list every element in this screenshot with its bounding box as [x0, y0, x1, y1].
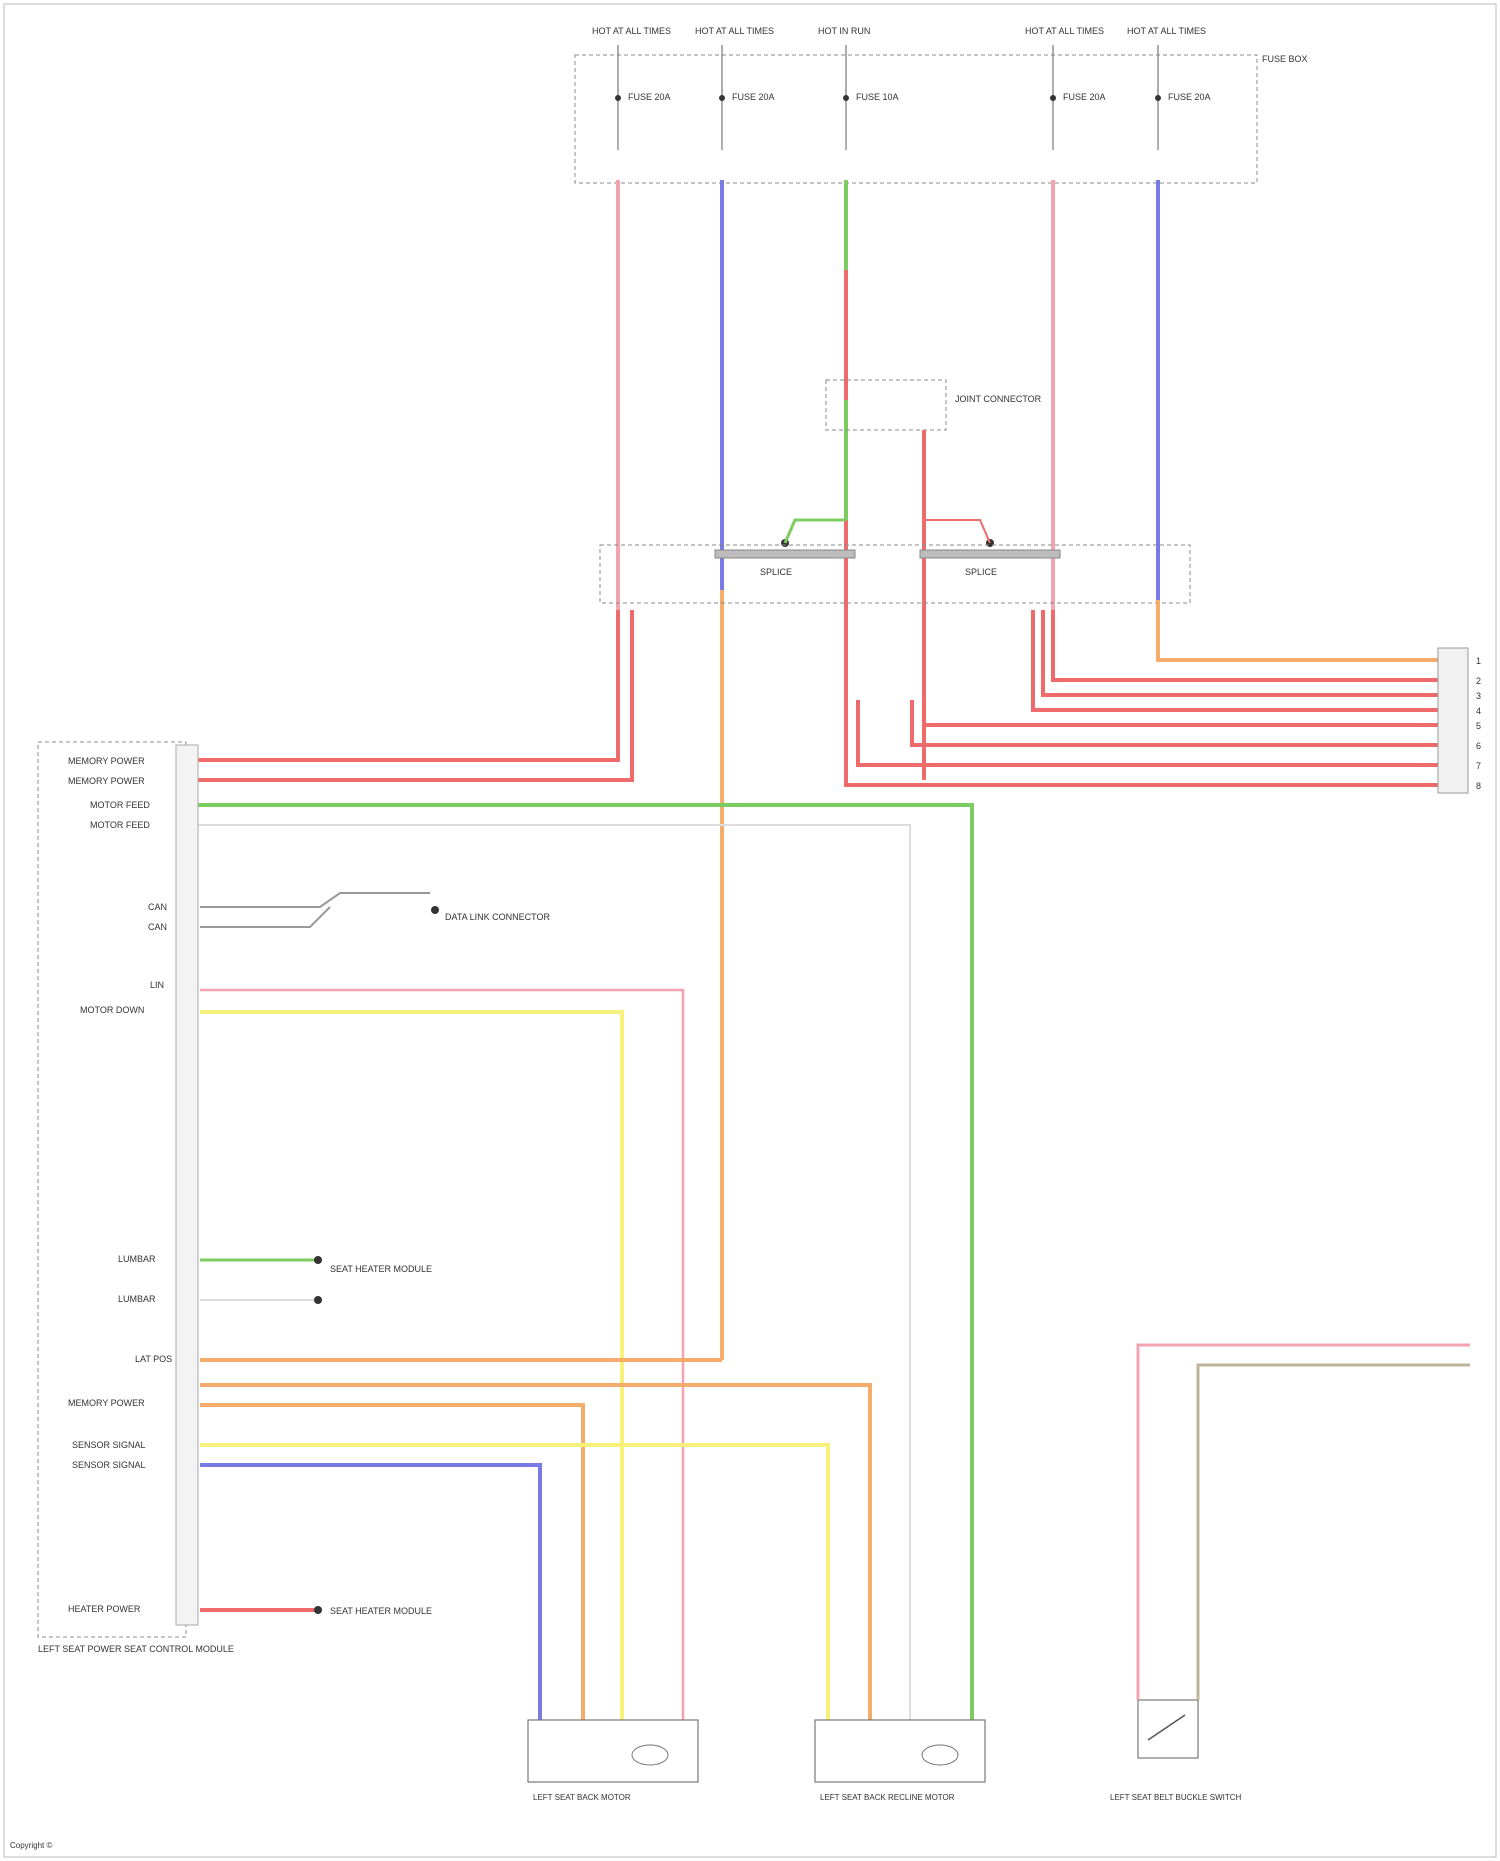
- right-pin-2: 2: [1476, 676, 1481, 686]
- motor-icon: [632, 1745, 668, 1765]
- right-bundle: 1 2 3 4 5 6 7 8: [846, 600, 1481, 793]
- seat-back-motor: LEFT SEAT BACK MOTOR: [528, 1720, 698, 1802]
- fuse-box: FUSE BOX: [575, 54, 1308, 183]
- splice-1-bar: [715, 550, 855, 558]
- page-border: [4, 4, 1496, 1857]
- fuse-3-circuit: HOT IN RUN: [818, 26, 870, 36]
- buckle-switch-box: [1138, 1700, 1198, 1758]
- right-pin-7: 7: [1476, 761, 1481, 771]
- fuse-5: HOT AT ALL TIMES FUSE 20A: [1127, 26, 1211, 150]
- fuse-4-symbol: [1050, 95, 1056, 101]
- fuse-5-symbol: [1155, 95, 1161, 101]
- fuse-3: HOT IN RUN FUSE 10A: [818, 26, 899, 150]
- right-pin-1: 1: [1476, 656, 1481, 666]
- fuse-1-symbol: [615, 95, 621, 101]
- seat-back-motor-box: [528, 1720, 698, 1782]
- component-2-label: LEFT SEAT BACK RECLINE MOTOR: [820, 1793, 955, 1802]
- ref-data-link: DATA LINK CONNECTOR: [445, 912, 551, 922]
- right-pin-4: 4: [1476, 706, 1481, 716]
- wire-orange-memory-2: [200, 1405, 583, 1720]
- splice-1-label: SPLICE: [760, 567, 792, 577]
- fuse-3-symbol: [843, 95, 849, 101]
- right-pin-8: 8: [1476, 781, 1481, 791]
- fuse-box-label: FUSE BOX: [1262, 54, 1308, 64]
- right-pin-3: 3: [1476, 691, 1481, 701]
- fuse-2: HOT AT ALL TIMES FUSE 20A: [695, 26, 775, 150]
- pin-motor-down: MOTOR DOWN: [80, 1005, 144, 1015]
- component-3-label: LEFT SEAT BELT BUCKLE SWITCH: [1110, 1793, 1242, 1802]
- splice-2-label: SPLICE: [965, 567, 997, 577]
- wire-pink-buckle: [1138, 1345, 1470, 1700]
- pin-lat-pos: LAT POS: [135, 1354, 172, 1364]
- pin-memory-power-3: MEMORY POWER: [68, 1398, 145, 1408]
- pin-motor-feed-2: MOTOR FEED: [90, 820, 150, 830]
- ref-seat-heater-2: SEAT HEATER MODULE: [330, 1606, 432, 1616]
- wire-red-memory-1: [190, 610, 618, 760]
- splice-2: SPLICE: [920, 539, 1060, 577]
- joint-connector: JOINT CONNECTOR: [826, 380, 1042, 430]
- fuse-4: HOT AT ALL TIMES FUSE 20A: [1025, 26, 1106, 150]
- ref-seat-heater-1: SEAT HEATER MODULE: [330, 1264, 432, 1274]
- wire-tan-buckle: [1198, 1365, 1470, 1700]
- fuse-5-label: FUSE 20A: [1168, 92, 1211, 102]
- motor-icon: [922, 1745, 958, 1765]
- pin-sensor-signal-1: SENSOR SIGNAL: [72, 1440, 146, 1450]
- pin-lumbar-2: LUMBAR: [118, 1294, 156, 1304]
- pin-motor-feed-1: MOTOR FEED: [90, 800, 150, 810]
- fuse-5-circuit: HOT AT ALL TIMES: [1127, 26, 1206, 36]
- right-pin-5: 5: [1476, 721, 1481, 731]
- fuse-1-circuit: HOT AT ALL TIMES: [592, 26, 671, 36]
- seat-back-recline-motor: LEFT SEAT BACK RECLINE MOTOR: [815, 1720, 985, 1802]
- pin-sensor-signal-2: SENSOR SIGNAL: [72, 1460, 146, 1470]
- wire-blue-sensor-2: [200, 1465, 540, 1720]
- wire-orange-memory: [200, 1385, 870, 1720]
- right-connector: [1438, 648, 1468, 793]
- pin-can-2: CAN: [148, 922, 167, 932]
- pin-can-1: CAN: [148, 902, 167, 912]
- wire-red-memory-2: [190, 610, 632, 780]
- component-1-label: LEFT SEAT BACK MOTOR: [533, 1793, 631, 1802]
- fuse-1-label: FUSE 20A: [628, 92, 671, 102]
- fuse-1: HOT AT ALL TIMES FUSE 20A: [592, 26, 671, 150]
- switch-icon: [1148, 1715, 1185, 1740]
- pin-lin: LIN: [150, 980, 164, 990]
- pin-lumbar-1: LUMBAR: [118, 1254, 156, 1264]
- right-pin-6: 6: [1476, 741, 1481, 751]
- module-label: LEFT SEAT POWER SEAT CONTROL MODULE: [38, 1644, 234, 1654]
- joint-connector-label: JOINT CONNECTOR: [955, 394, 1042, 404]
- fuse-2-symbol: [719, 95, 725, 101]
- fuse-box-outline: [575, 55, 1257, 183]
- recline-motor-box: [815, 1720, 985, 1782]
- splice-area-outline: [600, 545, 1190, 603]
- fuse-2-circuit: HOT AT ALL TIMES: [695, 26, 774, 36]
- fuse-3-label: FUSE 10A: [856, 92, 899, 102]
- pin-heater-power: HEATER POWER: [68, 1604, 141, 1614]
- seat-control-module: LEFT SEAT POWER SEAT CONTROL MODULE MEMO…: [38, 742, 234, 1654]
- fuse-4-circuit: HOT AT ALL TIMES: [1025, 26, 1104, 36]
- module-connector: [176, 745, 198, 1625]
- wire-yellow-sensor-1: [200, 1445, 828, 1720]
- footer-copyright: Copyright ©: [10, 1841, 52, 1850]
- fuse-4-label: FUSE 20A: [1063, 92, 1106, 102]
- seat-belt-buckle-switch: LEFT SEAT BELT BUCKLE SWITCH: [1110, 1700, 1242, 1802]
- pin-memory-power-1: MEMORY POWER: [68, 756, 145, 766]
- pin-memory-power-2: MEMORY POWER: [68, 776, 145, 786]
- fuse-2-label: FUSE 20A: [732, 92, 775, 102]
- module-outline: [38, 742, 186, 1637]
- splice-2-bar: [920, 550, 1060, 558]
- wire-white-motor: [190, 825, 910, 1720]
